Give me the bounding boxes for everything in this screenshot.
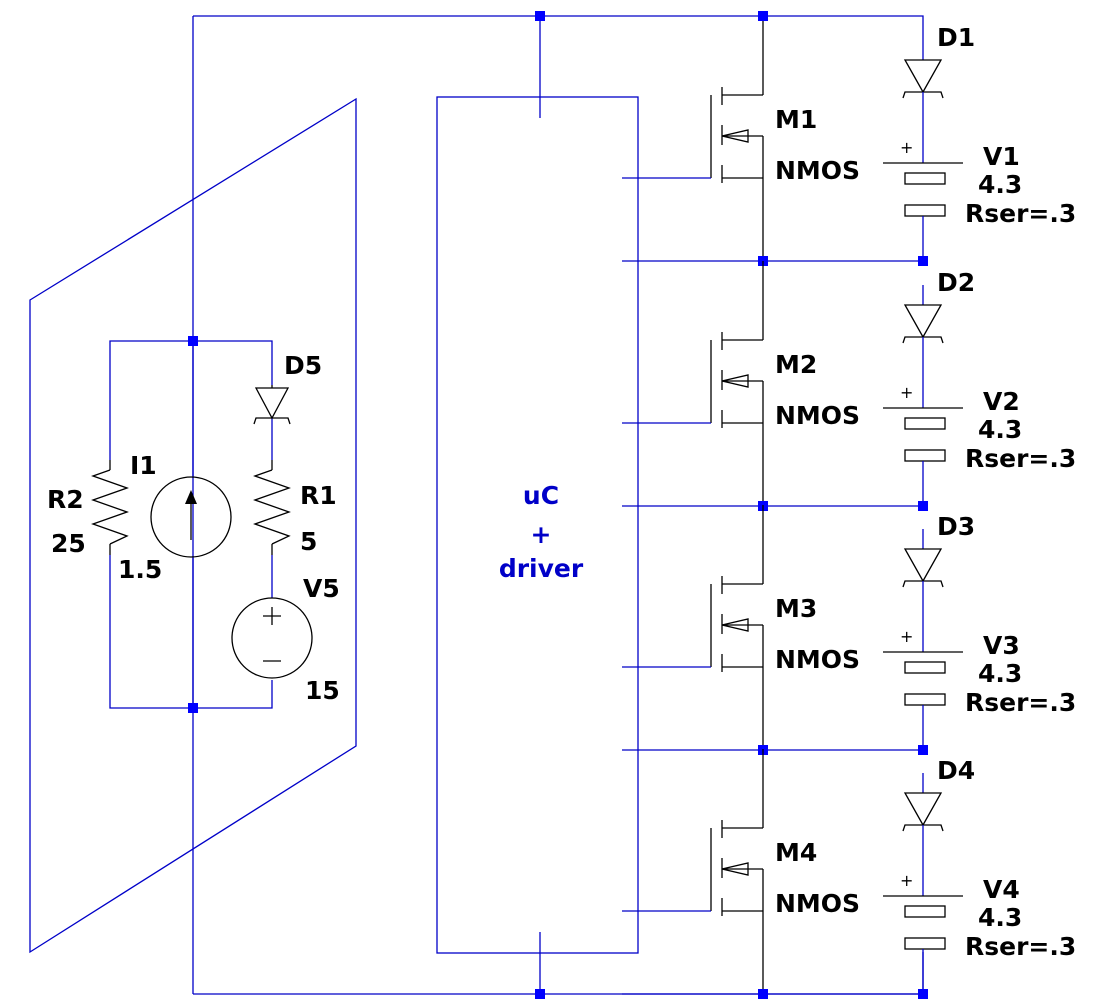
battery-v3-label: V3 [983,631,1020,660]
resistor-r1: R1 5 [253,460,337,556]
battery-v2-rser: Rser=.3 [965,444,1076,473]
battery-plus-glyph: + [900,383,913,402]
junction-dot [535,989,545,999]
battery-v4-label: V4 [983,875,1020,904]
cell-2: + D2 M2 NMOS V2 4.3 Rser=.3 [621,260,1076,512]
v5-name: V5 [303,574,340,603]
battery-v3-voltage: 4.3 [978,659,1022,688]
r2-name: R2 [47,485,84,514]
charger-section: R2 25 I1 1.5 D5 R1 5 [47,336,340,713]
diode-d4-label: D4 [937,756,975,785]
uc-driver-label: driver [499,554,584,583]
mosfet-m4-label: M4 [775,838,817,867]
mosfet-m4-type: NMOS [775,889,860,918]
bottom-rail-wire [193,952,924,995]
battery-v1-label: V1 [983,142,1020,171]
d5-name: D5 [284,351,322,380]
uc-driver-block: uC + driver [436,96,639,954]
charger-top-wire [109,340,273,460]
r2-value: 25 [51,529,86,558]
i1-value: 1.5 [118,555,162,584]
current-source-i1: I1 1.5 [118,451,232,584]
diode-d3-label: D3 [937,512,975,541]
battery-plus-glyph: + [900,138,913,157]
battery-plus-glyph: + [900,627,913,646]
battery-v4-rser: Rser=.3 [965,932,1076,961]
resistor-r2: R2 25 [47,460,129,558]
i1-name: I1 [130,451,157,480]
junction-dot [758,11,768,21]
v5-value: 15 [305,676,340,705]
mosfet-m1-type: NMOS [775,156,860,185]
battery-v2-label: V2 [983,387,1020,416]
battery-v2-voltage: 4.3 [978,415,1022,444]
diode-d2-label: D2 [937,268,975,297]
mosfet-m2-label: M2 [775,350,817,379]
mosfet-m3-type: NMOS [775,645,860,674]
battery-v1-rser: Rser=.3 [965,199,1076,228]
battery-v4-voltage: 4.3 [978,903,1022,932]
voltage-source-v5: V5 15 [231,574,340,705]
junction-dot [188,703,198,713]
battery-plus-glyph: + [900,871,913,890]
uc-plus-label: + [531,520,552,549]
battery-v1-voltage: 4.3 [978,170,1022,199]
uc-label: uC [523,481,559,510]
r1-value: 5 [300,527,317,556]
cell-4: + D4 M4 NMOS V4 4.3 Rser=.3 [621,748,1076,1000]
junction-dot [188,336,198,346]
enclosure-outline [29,97,357,954]
battery-v3-rser: Rser=.3 [965,688,1076,717]
cell-1: + D1 M1 NMOS V1 4.3 Rser=.3 [621,15,1076,267]
junction-dot [535,11,545,21]
diode-d5: D5 [253,351,322,425]
top-rail-wire [193,15,924,40]
diode-d1-label: D1 [937,23,975,52]
r1-name: R1 [300,481,337,510]
uc-block-rect [436,96,639,954]
mosfet-m3-label: M3 [775,594,817,623]
mosfet-m1-label: M1 [775,105,817,134]
junction-dot [758,989,768,999]
cell-3: + D3 M3 NMOS V3 4.3 Rser=.3 [621,504,1076,756]
mosfet-m2-type: NMOS [775,401,860,430]
